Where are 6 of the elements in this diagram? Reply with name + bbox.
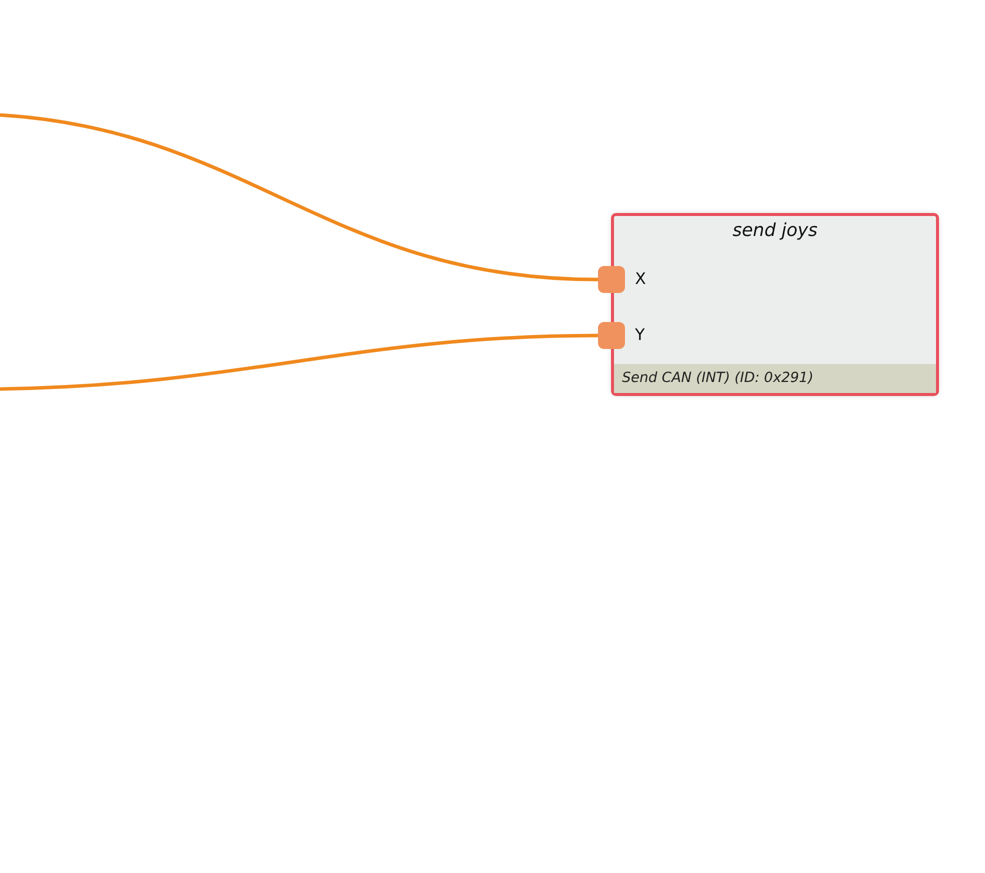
block-type-label: Send CAN (INT) (ID: 0x291) xyxy=(614,364,936,393)
block-title: send joys xyxy=(731,220,819,241)
connection-wire xyxy=(0,113,598,282)
port-label: Y xyxy=(635,325,645,344)
connection-wire xyxy=(0,334,598,391)
port-label: X xyxy=(635,269,646,288)
